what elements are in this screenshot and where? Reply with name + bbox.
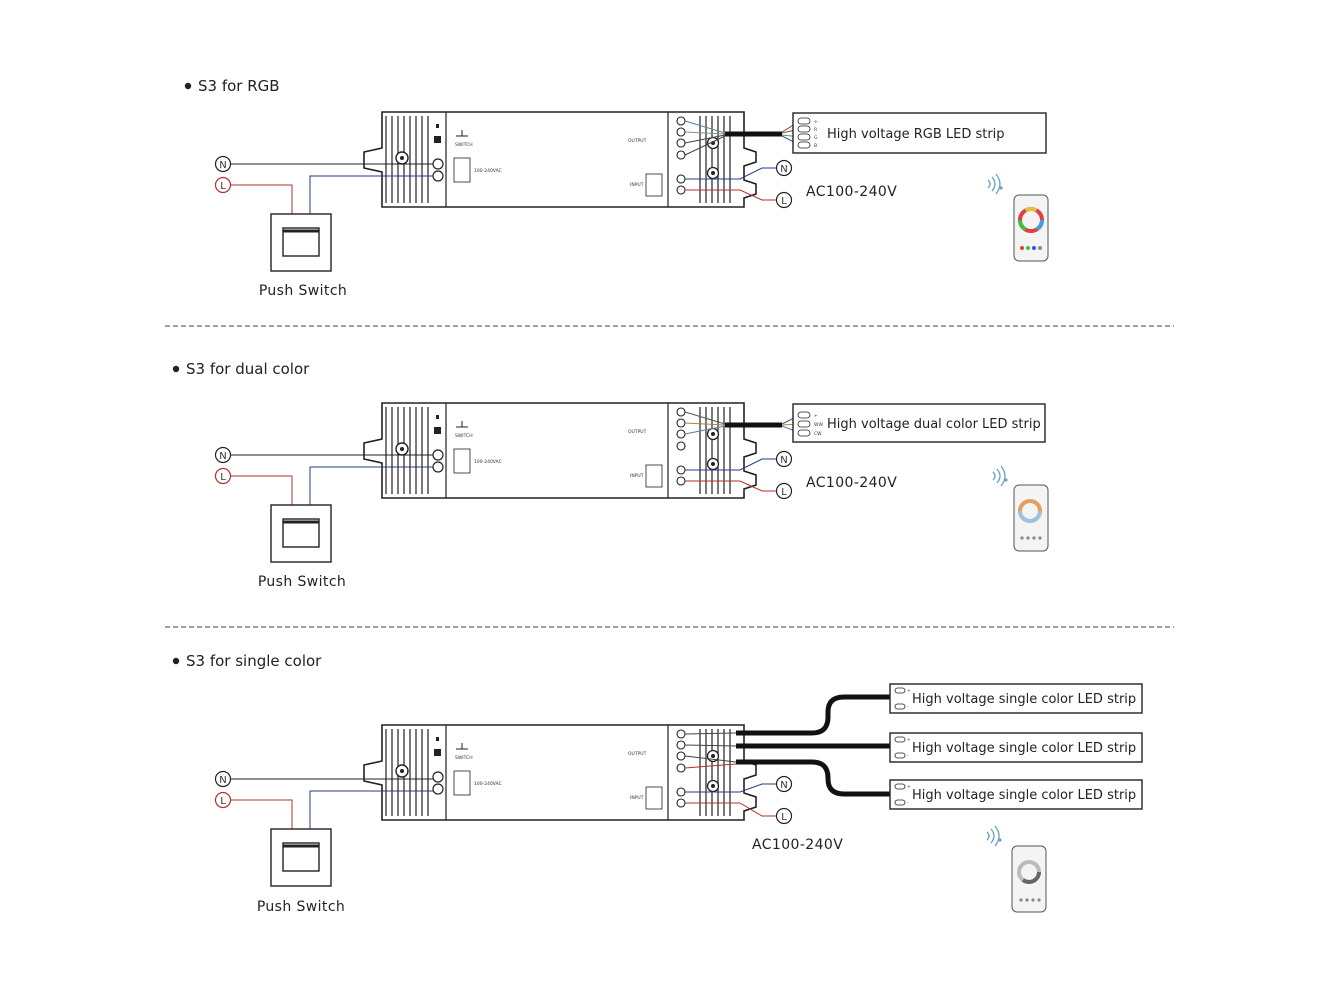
section-single-color: S3 for single color SWITCH 100- bbox=[172, 652, 1143, 915]
svg-text:N: N bbox=[780, 164, 787, 175]
input-voltage-label: AC100-240V bbox=[806, 184, 897, 200]
svg-text:-: - bbox=[907, 705, 909, 710]
strip-label: High voltage dual color LED strip bbox=[827, 417, 1041, 432]
switch-wiring: N L Push Switch bbox=[214, 155, 433, 299]
remote-control-icon bbox=[987, 173, 1049, 262]
svg-text:L: L bbox=[220, 472, 226, 483]
svg-text:N: N bbox=[219, 451, 226, 462]
bullet-icon bbox=[172, 365, 180, 373]
svg-text:INPUT: INPUT bbox=[630, 182, 644, 188]
svg-text:+: + bbox=[907, 688, 911, 694]
switch-wiring: N L Push Switch bbox=[214, 446, 433, 590]
ac-input: N L AC100-240V bbox=[685, 775, 843, 853]
svg-text:100-240VAC: 100-240VAC bbox=[474, 781, 502, 787]
neutral-terminal-icon bbox=[775, 775, 793, 793]
svg-text:N: N bbox=[780, 780, 787, 791]
svg-text:L: L bbox=[220, 181, 226, 192]
section-rgb: S3 for RGB SWITCH 100-240V bbox=[184, 77, 1049, 299]
live-terminal-icon bbox=[775, 482, 793, 500]
strip-label: High voltage single color LED strip bbox=[912, 788, 1136, 803]
svg-text:R: R bbox=[814, 127, 817, 133]
led-strip: + - High voltage single color LED strip bbox=[889, 683, 1143, 714]
svg-text:N: N bbox=[780, 455, 787, 466]
svg-text:OUTPUT: OUTPUT bbox=[628, 138, 647, 144]
svg-text:+: + bbox=[814, 413, 818, 419]
svg-text:SWITCH: SWITCH bbox=[455, 142, 473, 148]
input-voltage-label: AC100-240V bbox=[752, 837, 843, 853]
neutral-terminal-icon bbox=[214, 155, 232, 173]
controller-device: SWITCH 100-240VAC OUTPUT INPUT bbox=[363, 111, 757, 208]
live-terminal-icon bbox=[214, 176, 232, 194]
strip-label: High voltage RGB LED strip bbox=[827, 127, 1005, 142]
svg-text:INPUT: INPUT bbox=[630, 795, 644, 801]
svg-text:OUTPUT: OUTPUT bbox=[628, 751, 647, 757]
controller-device: SWITCH 100-240VAC OUTPUT INPUT bbox=[363, 724, 757, 821]
svg-text:G: G bbox=[814, 135, 818, 141]
svg-text:B: B bbox=[814, 143, 817, 149]
neutral-terminal-icon bbox=[775, 450, 793, 468]
output-wires bbox=[684, 120, 801, 156]
svg-text:L: L bbox=[220, 796, 226, 807]
svg-text:+: + bbox=[814, 119, 818, 125]
neutral-terminal-icon bbox=[214, 770, 232, 788]
live-terminal-icon bbox=[214, 467, 232, 485]
svg-text:INPUT: INPUT bbox=[630, 473, 644, 479]
svg-text:100-240VAC: 100-240VAC bbox=[474, 168, 502, 174]
ac-input: N L AC100-240V bbox=[685, 450, 897, 500]
push-switch-icon bbox=[270, 504, 332, 563]
live-terminal-icon bbox=[214, 791, 232, 809]
wireless-signal-icon bbox=[992, 465, 1006, 487]
svg-text:N: N bbox=[219, 775, 226, 786]
output-wires bbox=[684, 689, 901, 804]
remote-control-icon bbox=[992, 465, 1049, 552]
live-terminal-icon bbox=[775, 191, 793, 209]
svg-text:L: L bbox=[781, 487, 787, 498]
wireless-signal-icon bbox=[986, 825, 1000, 847]
svg-text:OUTPUT: OUTPUT bbox=[628, 429, 647, 435]
live-terminal-icon bbox=[775, 807, 793, 825]
svg-text:+: + bbox=[907, 784, 911, 790]
svg-text:+: + bbox=[907, 737, 911, 743]
switch-label: Push Switch bbox=[259, 283, 347, 299]
remote-control-icon bbox=[986, 825, 1047, 913]
strip-label: High voltage single color LED strip bbox=[912, 741, 1136, 756]
wireless-signal-icon bbox=[987, 173, 1001, 195]
svg-text:-: - bbox=[907, 801, 909, 806]
led-strip: + WW CW High voltage dual color LED stri… bbox=[792, 403, 1046, 443]
svg-text:N: N bbox=[219, 160, 226, 171]
svg-text:CW: CW bbox=[814, 431, 822, 437]
svg-text:WW: WW bbox=[814, 422, 823, 428]
svg-text:L: L bbox=[781, 196, 787, 207]
section-title: S3 for single color bbox=[186, 652, 322, 670]
svg-text:-: - bbox=[907, 754, 909, 759]
section-title: S3 for dual color bbox=[186, 360, 310, 378]
controller-device: SWITCH 100-240VAC OUTPUT INPUT bbox=[363, 402, 757, 499]
svg-text:SWITCH: SWITCH bbox=[455, 755, 473, 761]
switch-label: Push Switch bbox=[258, 574, 346, 590]
input-voltage-label: AC100-240V bbox=[806, 475, 897, 491]
led-strip: + R G B High voltage RGB LED strip bbox=[792, 112, 1047, 154]
switch-label: Push Switch bbox=[257, 899, 345, 915]
neutral-terminal-icon bbox=[775, 159, 793, 177]
led-strip: + - High voltage single color LED strip bbox=[889, 779, 1143, 810]
neutral-terminal-icon bbox=[214, 446, 232, 464]
svg-text:100-240VAC: 100-240VAC bbox=[474, 459, 502, 465]
section-title: S3 for RGB bbox=[198, 77, 280, 95]
svg-text:SWITCH: SWITCH bbox=[455, 433, 473, 439]
bullet-icon bbox=[172, 657, 180, 665]
strip-label: High voltage single color LED strip bbox=[912, 692, 1136, 707]
switch-wiring: N L Push Switch bbox=[214, 770, 433, 915]
svg-text:L: L bbox=[781, 812, 787, 823]
bullet-icon bbox=[184, 82, 192, 90]
led-strip: + - High voltage single color LED strip bbox=[889, 732, 1143, 763]
section-dual-color: S3 for dual color SWITCH 100-24 bbox=[172, 360, 1049, 590]
ac-input: N L AC100-240V bbox=[685, 159, 897, 209]
